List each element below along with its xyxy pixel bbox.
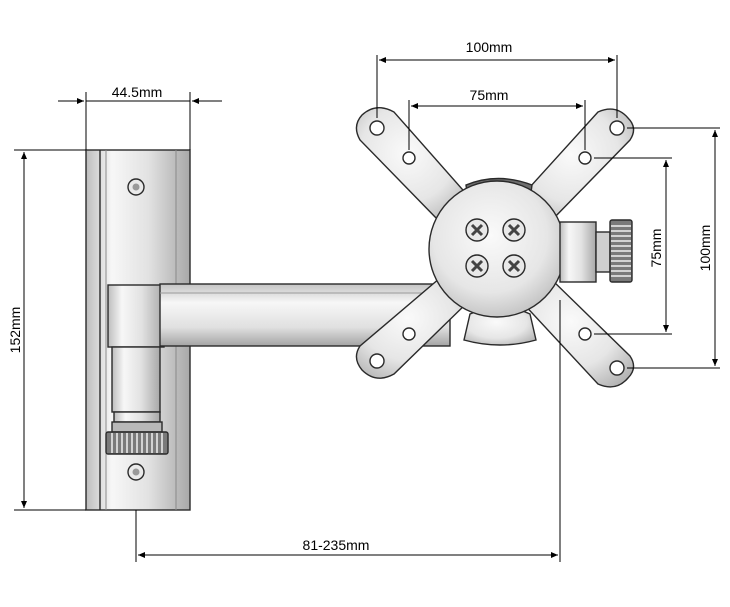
vesa-holes-75 [402,151,592,341]
vesa-plate [355,107,635,388]
dim-arm-extension: 81-235mm [135,300,561,562]
label-bracket-height: 152mm [7,307,23,354]
label-vesa-outer-horizontal: 100mm [466,39,513,55]
dim-vesa-inner-vertical: 75mm [594,157,672,335]
tilt-knob [559,219,633,283]
dim-vesa-outer-horizontal: 100mm [376,39,618,118]
dim-bracket-height: 152mm [7,149,86,511]
vesa-hub [428,180,566,318]
label-vesa-inner-horizontal: 75mm [470,87,509,103]
label-arm-extension: 81-235mm [303,537,370,553]
hinge-knob [105,431,169,455]
dim-bracket-width: 44.5mm [58,84,222,150]
label-vesa-inner-vertical: 75mm [648,229,664,268]
hinge-column [105,284,169,455]
dim-vesa-outer-vertical: 100mm [627,127,720,369]
hub-screws [465,218,526,278]
label-bracket-width: 44.5mm [112,84,163,100]
dim-vesa-inner-horizontal: 75mm [408,87,586,150]
vesa-holes-100 [369,120,625,376]
label-vesa-outer-vertical: 100mm [697,225,713,272]
